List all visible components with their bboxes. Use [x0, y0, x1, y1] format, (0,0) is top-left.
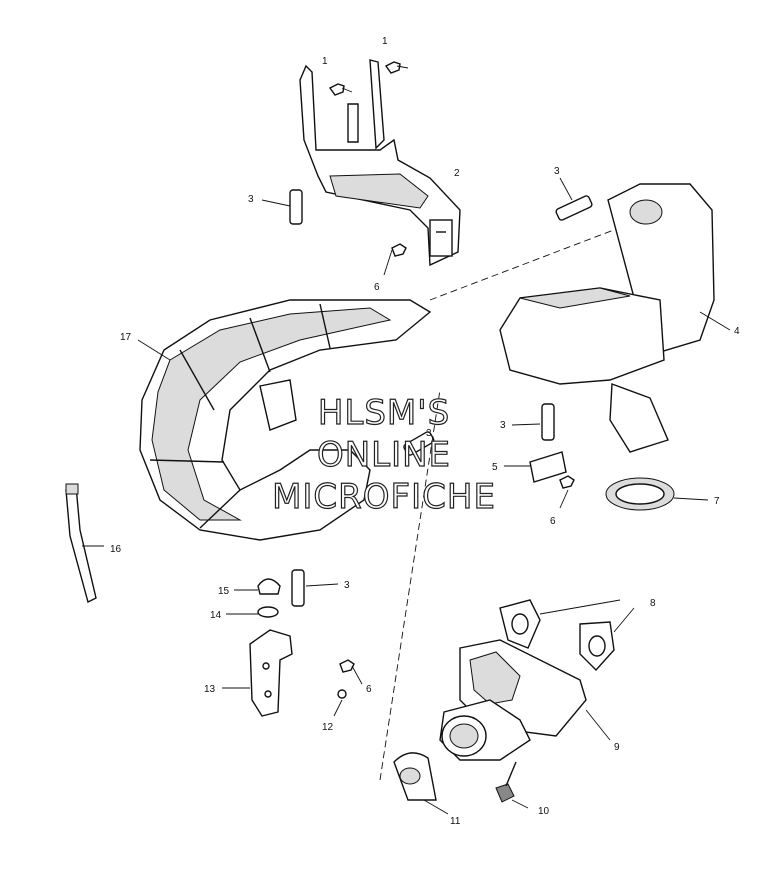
callout-3-c: 3	[500, 420, 506, 431]
watermark-line-3: MICROFICHE	[272, 477, 496, 517]
callout-6-c: 6	[366, 684, 372, 695]
callout-13: 13	[204, 684, 216, 695]
callout-14: 14	[210, 610, 222, 621]
bolt-part-1-upper	[384, 61, 409, 74]
callout-10: 10	[538, 806, 550, 817]
callout-3-d: 3	[426, 428, 432, 439]
exhaust-pipe-part-17	[137, 299, 432, 541]
gasket-part-7	[605, 477, 709, 511]
callout-15: 15	[218, 586, 230, 597]
isolator-part-3-b	[555, 177, 593, 221]
callout-16: 16	[110, 544, 122, 555]
callout-3-e: 3	[344, 580, 350, 591]
bolt-part-10	[495, 761, 529, 809]
bolt-part-1-lower	[328, 83, 353, 96]
callout-8: 8	[650, 598, 656, 609]
leader-part-8-a	[539, 599, 621, 615]
callout-12: 12	[322, 722, 334, 733]
callout-3-b: 3	[554, 166, 560, 177]
alignment-line-pipe-to-muffler	[429, 219, 641, 301]
gasket-part-8-b	[579, 621, 615, 672]
nut-part-12	[333, 689, 347, 717]
isolator-part-3-a	[261, 189, 303, 225]
callout-7: 7	[714, 496, 720, 507]
watermark-line-2: ONLINE	[317, 435, 451, 475]
manifold-part-9	[439, 639, 611, 761]
callout-3-a: 3	[248, 194, 254, 205]
screw-part-6-b	[559, 475, 575, 509]
isolator-part-3-e	[291, 569, 339, 607]
cone-part-11	[393, 752, 449, 815]
screw-part-6-c	[339, 659, 363, 685]
mounting-bracket-part-2	[299, 59, 461, 267]
callout-11: 11	[450, 816, 461, 827]
watermark-line-1: HLSM'S	[318, 393, 450, 433]
mount-bracket-part-13	[222, 629, 293, 717]
callout-1-upper: 1	[382, 36, 388, 47]
callout-9: 9	[614, 742, 620, 753]
bracket-plate-part-5	[504, 451, 567, 483]
callout-6-a: 6	[374, 282, 380, 293]
strap-part-16	[65, 483, 104, 604]
callout-5: 5	[492, 462, 498, 473]
callout-6-b: 6	[550, 516, 556, 527]
cap-nut-part-15	[234, 578, 281, 595]
callout-2: 2	[454, 168, 460, 179]
isolator-part-3-c	[511, 403, 555, 441]
washer-part-14	[226, 606, 279, 618]
callout-1-lower: 1	[322, 56, 328, 67]
leader-part-8-b	[613, 607, 635, 633]
muffler-part-4	[499, 183, 731, 453]
callout-17: 17	[120, 332, 132, 343]
isolator-part-3-d	[403, 431, 435, 456]
gasket-part-8-a	[499, 599, 541, 649]
screw-part-6-a	[383, 243, 407, 276]
callout-4: 4	[734, 326, 740, 337]
